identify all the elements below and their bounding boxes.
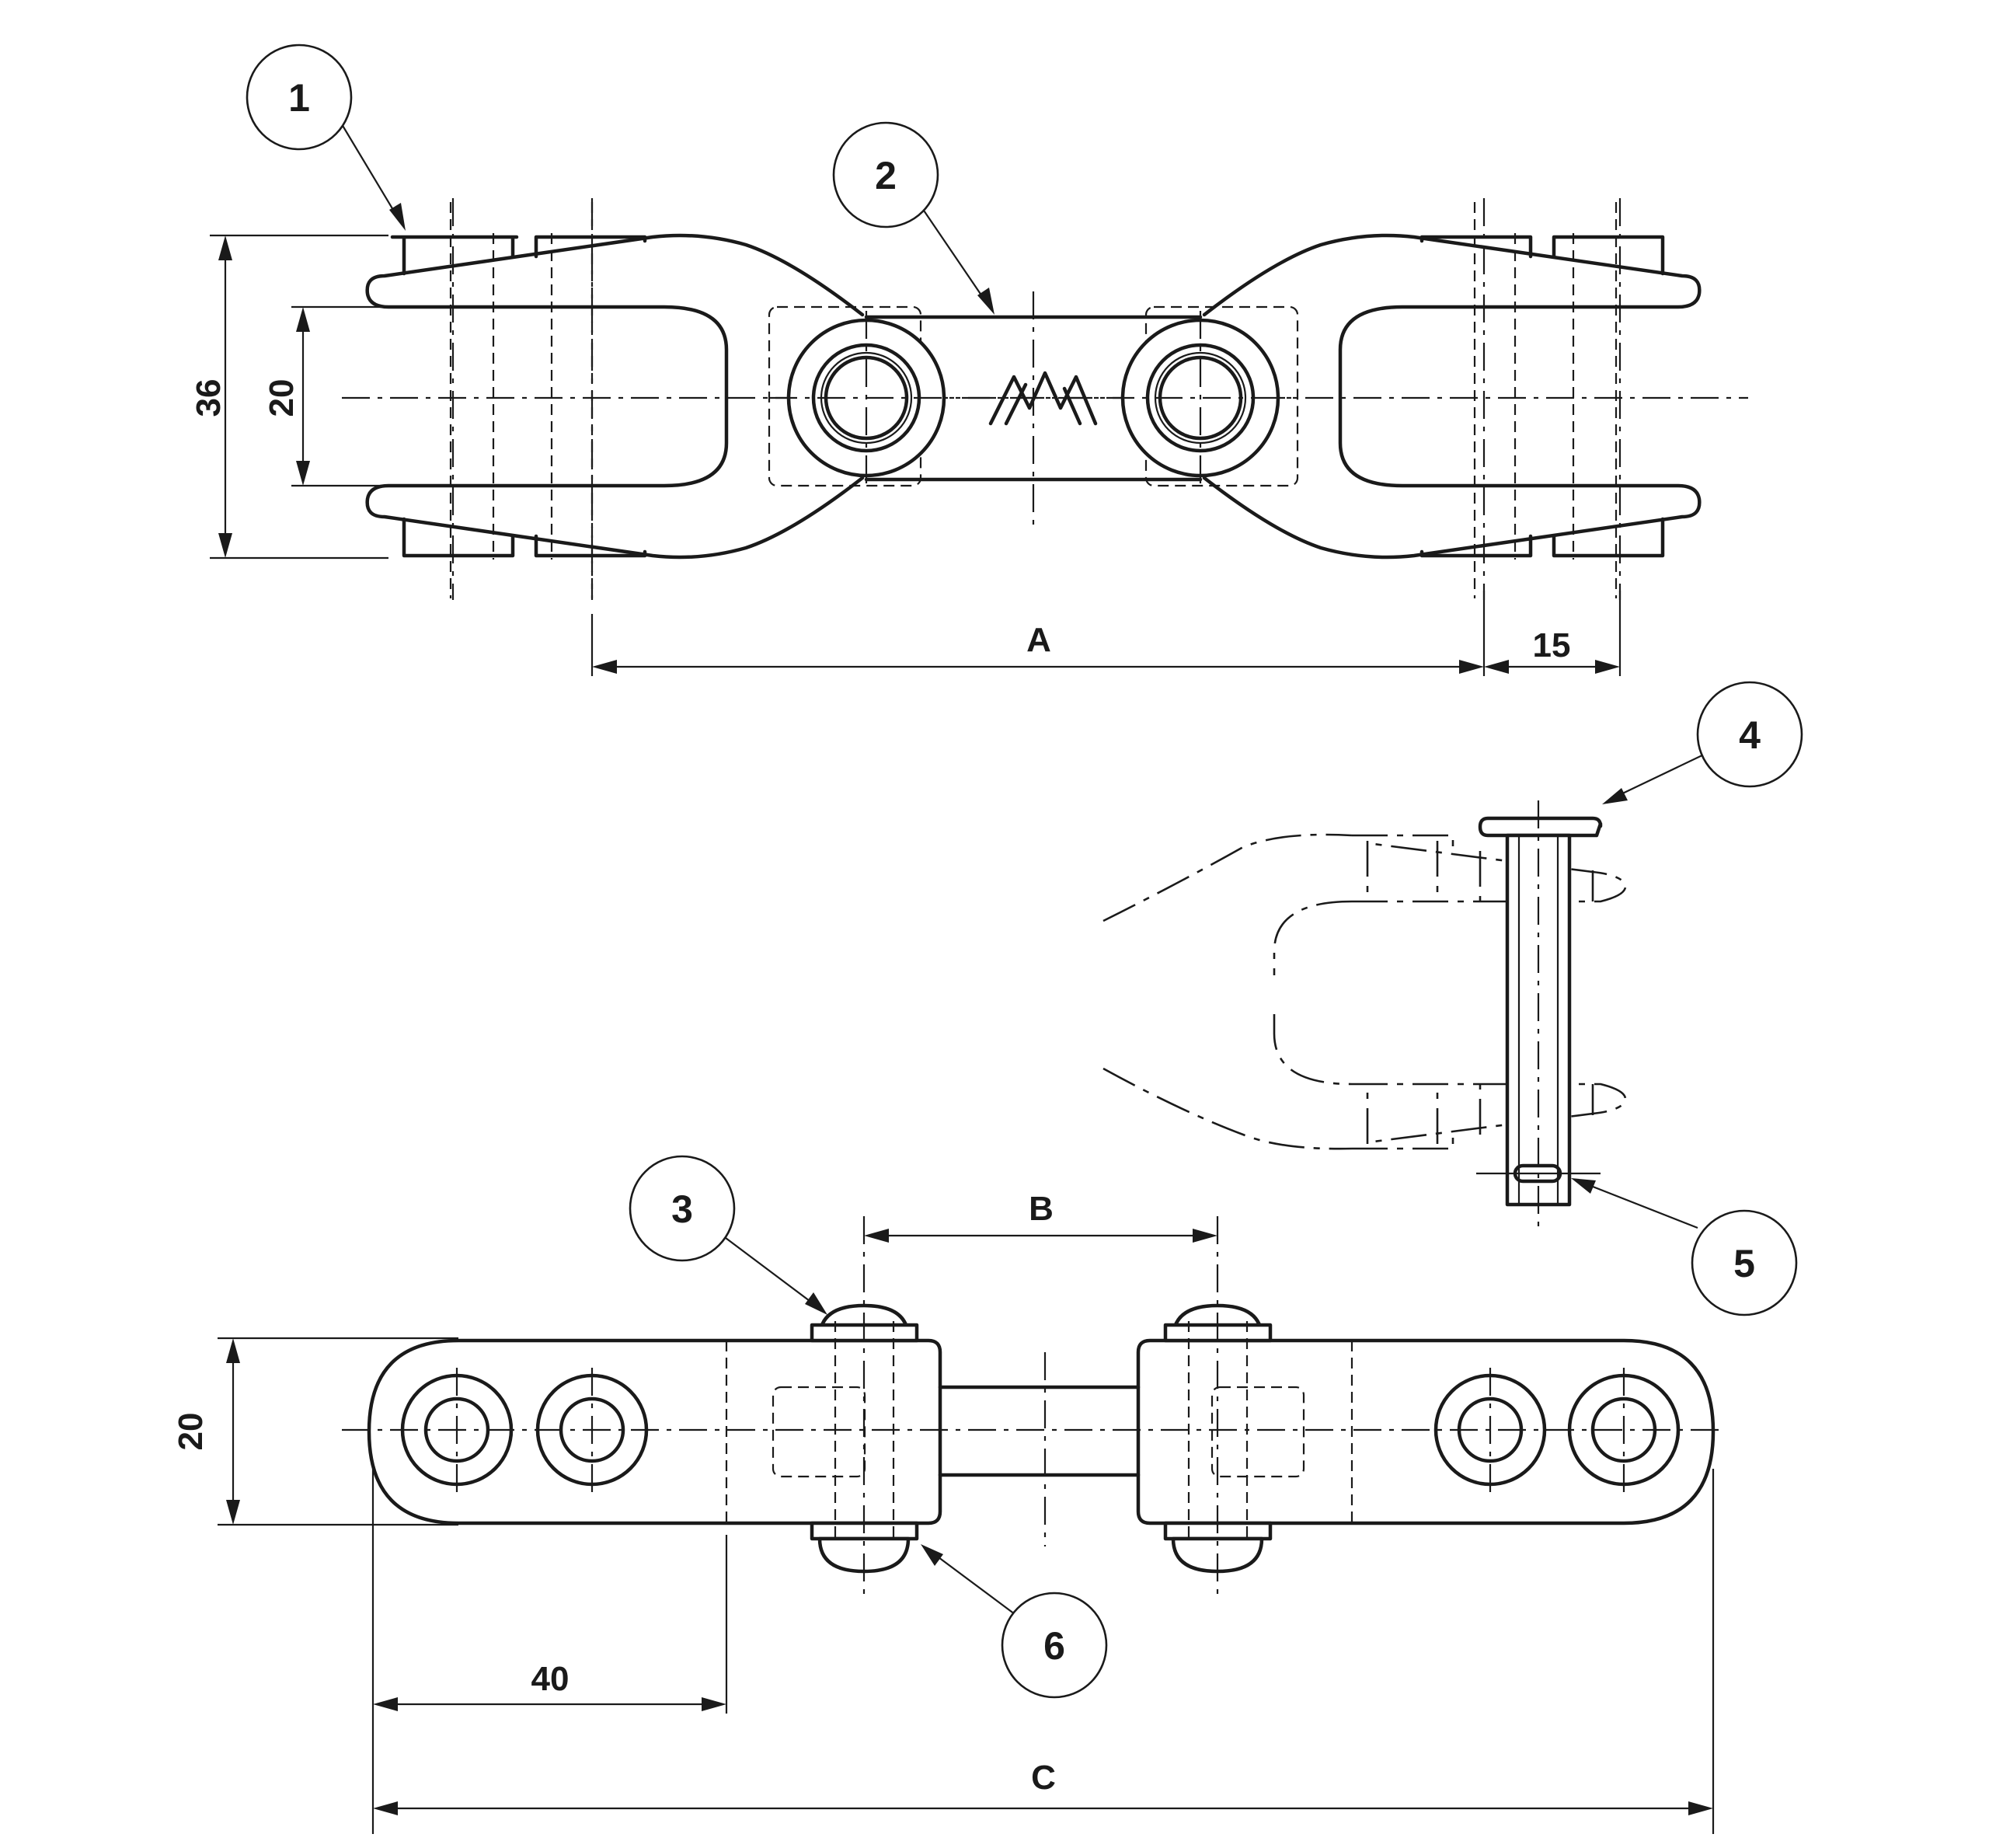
- callout-2-number: 2: [875, 154, 897, 197]
- right-lower-lugs: [1419, 517, 1665, 558]
- bottom-view: B 20 40 C: [172, 1155, 1725, 1834]
- dimension-40-end-offset: 40: [371, 1469, 728, 1834]
- callout-3: 3: [629, 1155, 827, 1315]
- left-pin-column: [810, 1216, 919, 1597]
- dim-20-top-label: 20: [263, 379, 301, 417]
- left-upper-lugs: [390, 235, 647, 276]
- callout-6-number: 6: [1043, 1624, 1065, 1668]
- left-link-plate: [367, 1338, 942, 1525]
- dim-b-label: B: [1029, 1190, 1054, 1228]
- dimension-20-inner-height: 20: [263, 305, 388, 487]
- right-pin-column: [1163, 1216, 1273, 1597]
- callout-2: 2: [832, 121, 994, 315]
- callout-5-number: 5: [1733, 1242, 1755, 1285]
- dim-c-label: C: [1031, 1759, 1056, 1797]
- callout-4: 4: [1602, 681, 1803, 804]
- callout-1: 1: [246, 44, 406, 231]
- dimension-20-bottom-height: 20: [172, 1337, 458, 1526]
- right-hidden-pins: [1473, 198, 1622, 600]
- dim-40-label: 40: [531, 1660, 570, 1698]
- top-view: 36 20 A 15: [190, 44, 1748, 676]
- callout-3-number: 3: [671, 1187, 693, 1231]
- dim-15-label: 15: [1533, 626, 1571, 664]
- dim-a-label: A: [1026, 621, 1051, 659]
- callout-6: 6: [921, 1544, 1108, 1699]
- clevis-pin-head: [1478, 816, 1603, 838]
- dim-20-bottom-label: 20: [172, 1413, 210, 1451]
- callout-1-number: 1: [288, 76, 310, 120]
- dimension-c-overall: C: [373, 1469, 1715, 1834]
- right-upper-lugs: [1419, 235, 1665, 276]
- manufacturer-mountain-logo: [988, 371, 1098, 426]
- left-hidden-pins: [449, 198, 594, 600]
- dimension-a-pitch: A: [590, 591, 1622, 676]
- callout-4-number: 4: [1739, 713, 1761, 757]
- right-fork-link: [1202, 233, 1702, 560]
- right-link-plate: [1136, 1338, 1716, 1525]
- dimension-15-pin-spacing: 15: [1484, 626, 1620, 674]
- bottom-center-link: [938, 1385, 1141, 1477]
- dim-36-label: 36: [190, 379, 228, 417]
- dimension-b-pitch: B: [864, 1190, 1217, 1243]
- dimension-36-outer-height: 36: [190, 234, 388, 560]
- callout-5: 5: [1571, 1178, 1798, 1316]
- side-view-pin-assembly: 4 5: [1102, 681, 1803, 1316]
- center-connecting-link: [864, 315, 1203, 482]
